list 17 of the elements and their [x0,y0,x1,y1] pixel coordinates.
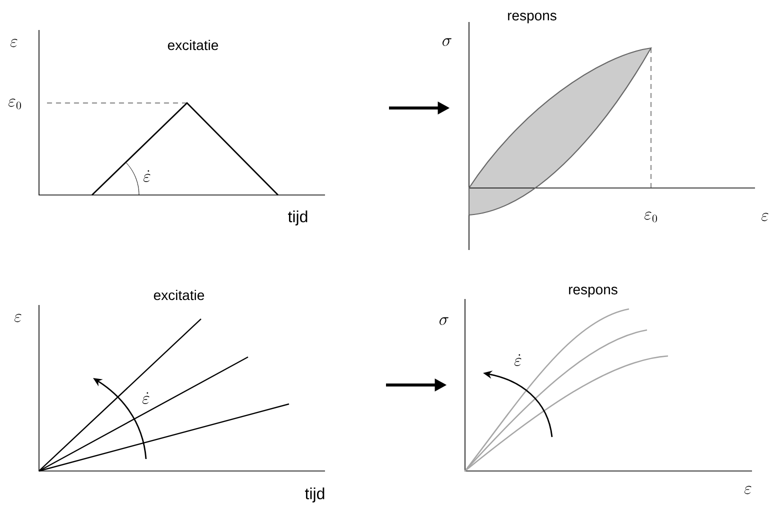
axis-symbol: $\varepsilon$ [10,38,18,48]
axis-symbol: $\dot{\varepsilon}$ [142,392,150,404]
axis-label: tijd [288,210,308,226]
plot-title: excitatie [154,290,204,300]
axis-symbol: $\dot{\varepsilon}$ [144,170,150,182]
plot-title: excitatie [168,40,218,50]
axis-symbol: $\varepsilon_0$ [8,98,22,110]
axis-symbol: $\dot{\varepsilon}$ [514,354,522,366]
plot-title: respons [569,286,618,298]
axis-symbol: $\varepsilon$ [762,212,768,222]
axis-symbol: $\sigma$ [442,38,452,46]
axis-symbol: $\sigma$ [440,317,448,325]
axis-label: tijd [305,488,324,502]
axis-symbol: $\varepsilon$ [744,486,752,494]
axis-symbol: $\varepsilon$ [14,314,22,322]
axis-symbol: $\varepsilon_0$ [644,212,657,222]
plot-title: respons [508,12,556,24]
